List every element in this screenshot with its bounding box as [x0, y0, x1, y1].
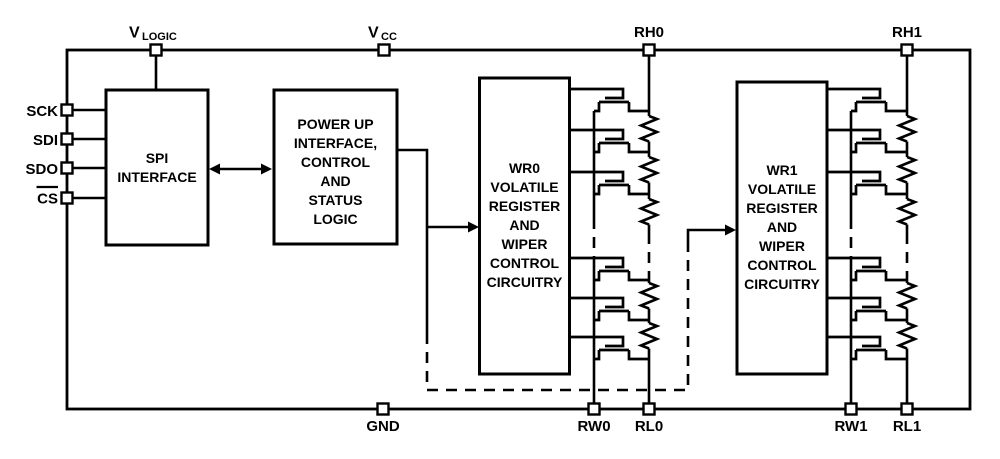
- wiper-switch-transistor: [827, 128, 907, 154]
- power-line: CONTROL: [301, 154, 371, 170]
- spi-block-text: SPI INTERFACE: [117, 150, 196, 185]
- wr1-line: REGISTER: [746, 200, 818, 216]
- cs-label: CS: [37, 191, 58, 208]
- power-line: STATUS: [309, 192, 363, 208]
- supply-labels: V LOGIC V CC RH0 RH1: [129, 24, 922, 43]
- vlogic-label-sub: LOGIC: [142, 31, 177, 43]
- wr1-line: WR1: [766, 162, 797, 178]
- wr0-line: CIRCUITRY: [487, 274, 563, 290]
- terminal-sdi: [60, 132, 74, 146]
- resistor: [895, 321, 919, 350]
- power-line: INTERFACE,: [294, 135, 377, 151]
- spi-pin-wires: [67, 108, 107, 200]
- wr0-line: VOLATILE: [490, 179, 558, 195]
- resistor: [895, 281, 919, 310]
- bottom-pin-labels: GND RW0 RL0 RW1 RL1: [366, 418, 921, 435]
- arrowhead-wr1: [725, 224, 736, 236]
- spi-interface-block: [104, 88, 210, 247]
- wr0-register-block: [478, 76, 571, 376]
- rw1-label: RW1: [834, 418, 867, 435]
- wiper-switch-transistor: [827, 87, 907, 113]
- arrowhead-left: [209, 163, 220, 175]
- resistor: [895, 197, 919, 226]
- channel0-ladder: [569, 55, 661, 404]
- rw0-label: RW0: [577, 418, 610, 435]
- wiper-switch-transistor: [569, 87, 649, 113]
- resistor: [895, 114, 919, 143]
- power-block-text: POWER UP INTERFACE, CONTROL AND STATUS L…: [294, 116, 377, 227]
- power-up-control-block: [272, 88, 399, 246]
- rh0-label: RH0: [634, 24, 664, 41]
- wr0-line: AND: [509, 217, 539, 233]
- terminal-rl0: [642, 402, 656, 416]
- wiper-switch-transistor: [827, 170, 907, 196]
- power-line: LOGIC: [313, 211, 357, 227]
- terminal-rl1: [900, 402, 914, 416]
- wr0-block-text: WR0 VOLATILE REGISTER AND WIPER CONTROL …: [487, 160, 563, 290]
- wiper-switch-transistor: [569, 335, 649, 361]
- terminal-vlogic: [149, 43, 163, 57]
- resistor: [637, 197, 661, 226]
- wr0-line: WR0: [509, 160, 540, 176]
- sck-label: SCK: [26, 103, 58, 120]
- serial-pin-labels: SCK SDI SDO CS: [25, 103, 58, 208]
- wr1-line: AND: [767, 219, 797, 235]
- wiper-switch-transistor: [827, 296, 907, 322]
- terminal-sck: [60, 103, 74, 117]
- power-line: AND: [320, 173, 350, 189]
- terminal-rw1: [844, 402, 858, 416]
- chip-boundary: [65, 48, 972, 411]
- vlogic-label: V: [129, 25, 140, 42]
- resistor: [637, 114, 661, 143]
- rl0-label: RL0: [635, 418, 663, 435]
- terminal-rw0: [587, 402, 601, 416]
- resistor: [637, 155, 661, 184]
- control-to-wr1-wire: [425, 224, 736, 392]
- channel1-ladder: [827, 55, 919, 404]
- wiper-switch-transistor: [569, 256, 649, 282]
- arrowhead-wr0: [468, 221, 479, 233]
- wr0-line: REGISTER: [489, 198, 561, 214]
- wiper-switch-transistor: [569, 296, 649, 322]
- wr1-line: WIPER: [759, 238, 805, 254]
- wiper-switch-transistor: [569, 170, 649, 196]
- wr1-line: CIRCUITRY: [744, 276, 820, 292]
- wr0-line: CONTROL: [490, 255, 560, 271]
- wiper-switch-transistor: [827, 335, 907, 361]
- resistor: [637, 281, 661, 310]
- wr1-block-text: WR1 VOLATILE REGISTER AND WIPER CONTROL …: [744, 162, 820, 292]
- wiper-switch-transistor: [827, 256, 907, 282]
- terminal-sdo: [60, 161, 74, 175]
- wr1-line: VOLATILE: [748, 181, 816, 197]
- rl1-label: RL1: [893, 418, 921, 435]
- resistor: [637, 321, 661, 350]
- wr1-line: CONTROL: [747, 257, 817, 273]
- sdi-label: SDI: [33, 132, 58, 149]
- rh1-label: RH1: [892, 24, 922, 41]
- control-to-wr0-wire: [397, 148, 479, 333]
- power-line: POWER UP: [297, 116, 373, 132]
- spi-line: INTERFACE: [117, 169, 196, 185]
- terminal-rh0: [642, 43, 656, 57]
- spi-control-bidirectional-arrow: [209, 163, 272, 175]
- wiper-switch-transistor: [569, 128, 649, 154]
- terminal-vcc: [377, 43, 391, 57]
- terminal-gnd: [376, 402, 390, 416]
- terminal-rh1: [900, 43, 914, 57]
- sdo-label: SDO: [25, 161, 58, 178]
- arrowhead-right: [261, 163, 272, 175]
- spi-line: SPI: [146, 150, 169, 166]
- wr0-line: WIPER: [502, 236, 548, 252]
- gnd-label: GND: [366, 418, 400, 435]
- vcc-label: V: [368, 25, 379, 42]
- wr1-register-block: [735, 80, 829, 376]
- vcc-label-sub: CC: [381, 31, 397, 43]
- terminal-cs: [60, 191, 74, 205]
- resistor: [895, 155, 919, 184]
